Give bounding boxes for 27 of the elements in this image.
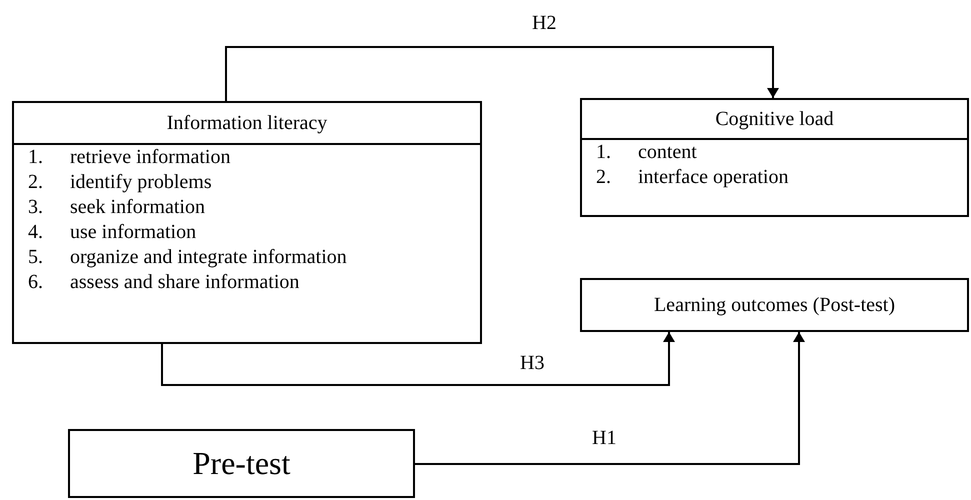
list-item: organize and integrate information <box>70 245 347 270</box>
list-number: 3. <box>28 195 44 220</box>
list-item: identify problems <box>70 170 212 195</box>
box-label: Pre-test <box>192 445 290 482</box>
list-number: 6. <box>28 270 44 295</box>
box-heading: Information literacy <box>14 103 480 145</box>
list-item: content <box>638 140 697 165</box>
variable-box <box>68 429 415 498</box>
list-number: 2. <box>28 170 44 195</box>
list-number: 2. <box>596 165 612 190</box>
arrow <box>161 332 675 386</box>
list-item: seek information <box>70 195 205 220</box>
list-item: interface operation <box>638 165 788 190</box>
variable-box <box>580 278 969 332</box>
list-number: 4. <box>28 220 44 245</box>
list-number: 1. <box>28 145 44 170</box>
list-item: retrieve information <box>70 145 230 170</box>
list-item: assess and share information <box>70 270 300 295</box>
variable-box <box>12 101 482 344</box>
variable-box <box>580 98 969 217</box>
box-heading: Cognitive load <box>582 100 967 140</box>
box-label: Learning outcomes (Post-test) <box>654 294 896 316</box>
list-item: use information <box>70 220 196 245</box>
arrow <box>225 46 779 101</box>
arrow <box>415 332 805 465</box>
list-number: 5. <box>28 245 44 270</box>
list-number: 1. <box>596 140 612 165</box>
